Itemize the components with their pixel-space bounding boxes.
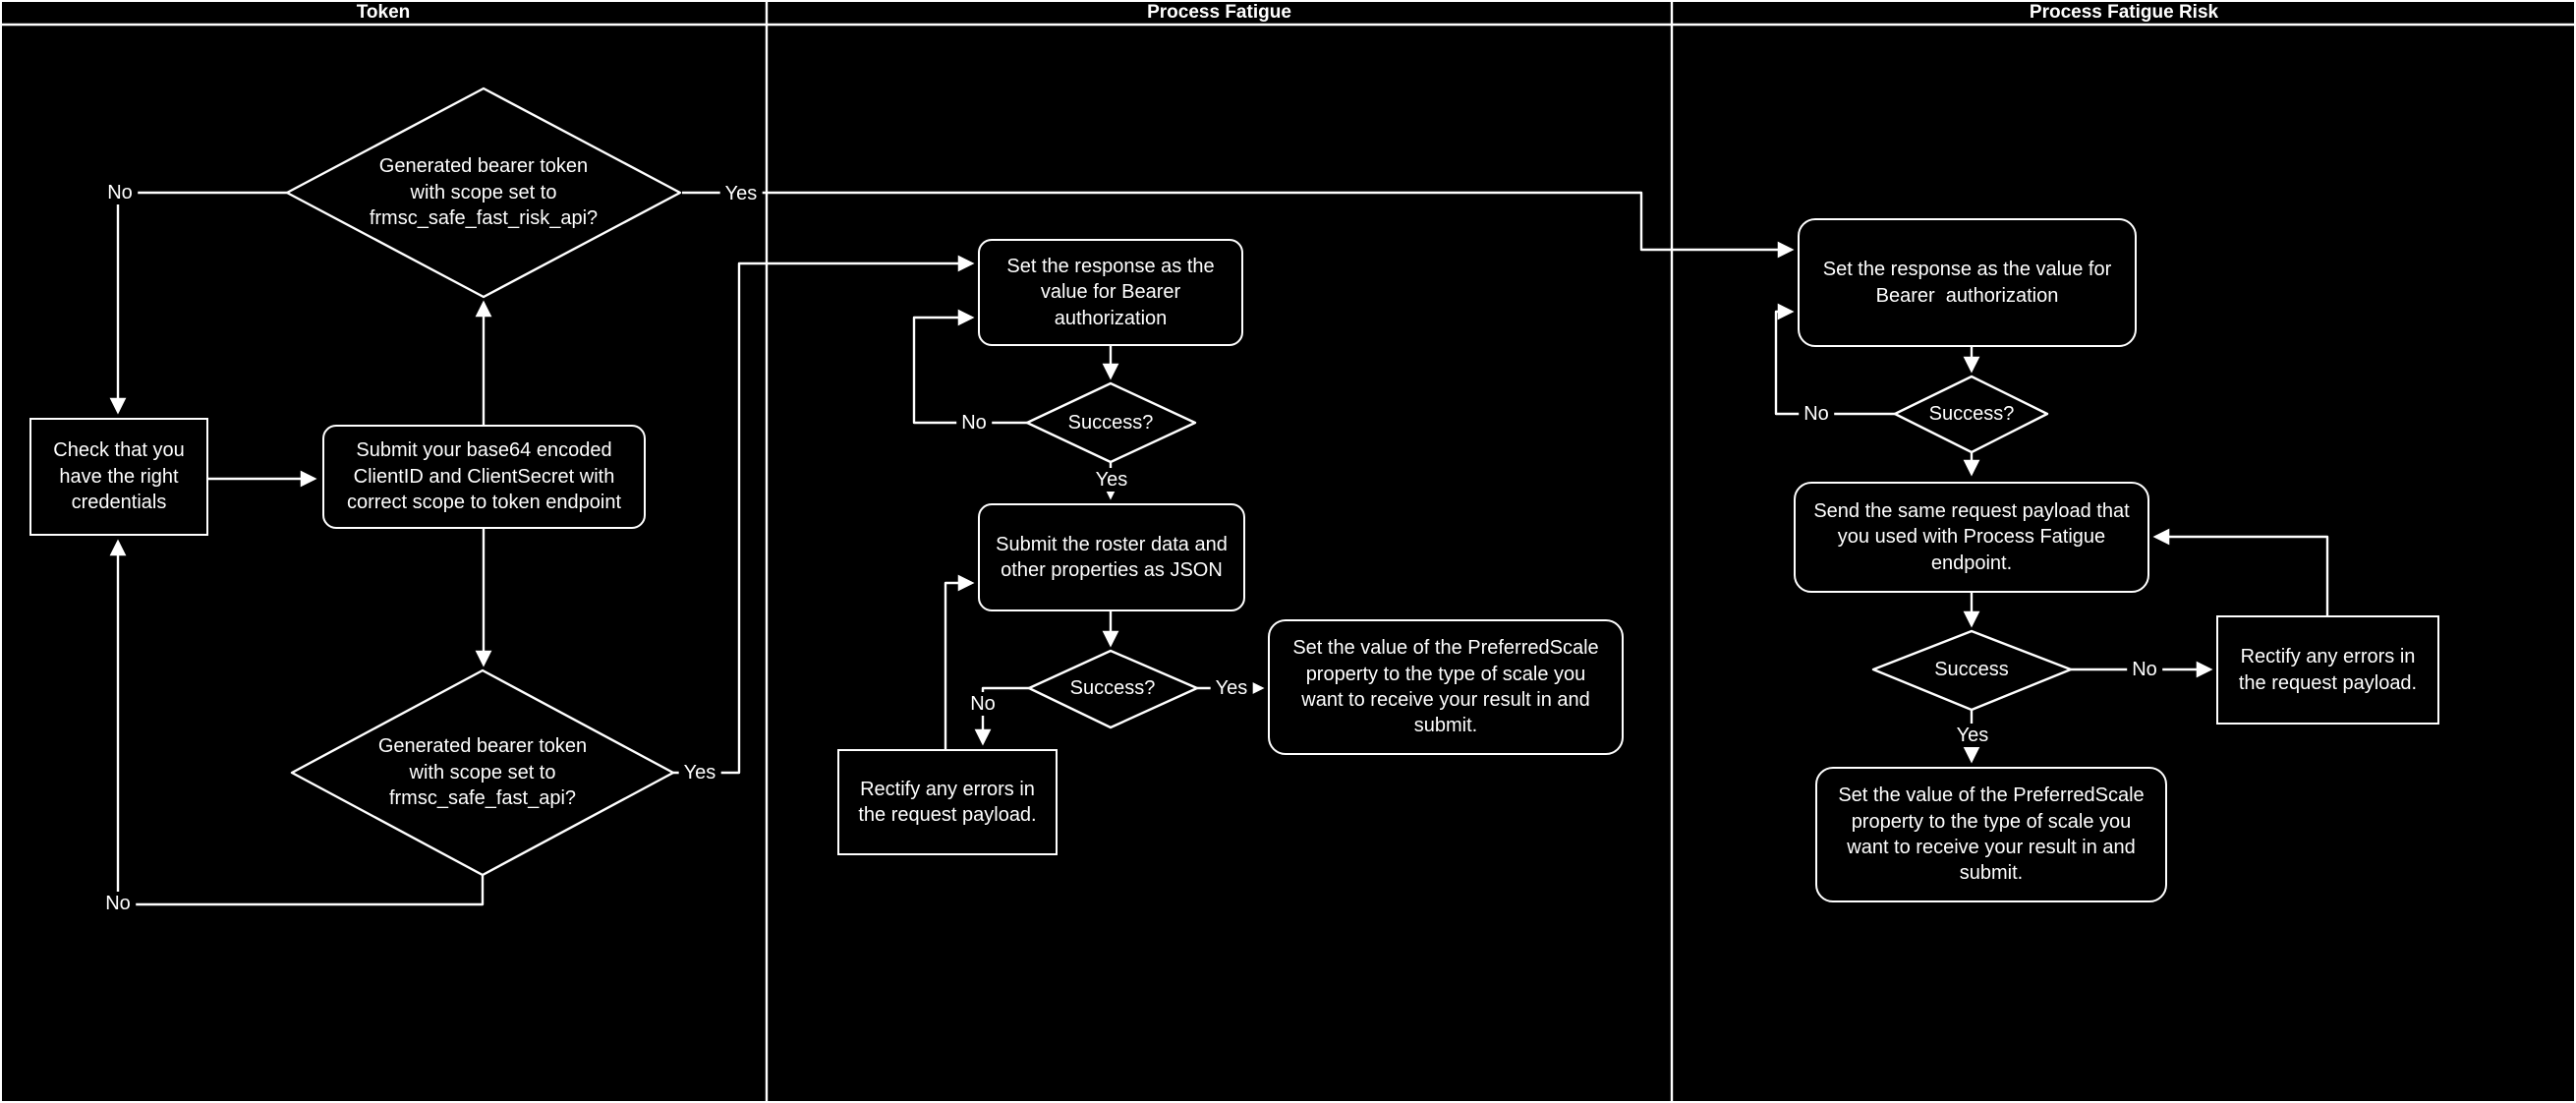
lane-title-process-fatigue: Process Fatigue <box>1147 1 1291 23</box>
diamond-risk-scope <box>285 87 682 299</box>
diamond-pf-success2 <box>1027 649 1199 729</box>
edge-risk-yes-to-pfr <box>682 191 1795 259</box>
node-pf-set-preferredscale: Set the value of the PreferredScale prop… <box>1268 619 1624 755</box>
edge-pfr-rectify-loop <box>2152 528 2329 615</box>
diamond-fast-scope <box>290 668 675 877</box>
edge-label-yes-top: Yes <box>719 182 763 205</box>
edge-label-pf-yes1: Yes <box>1090 468 1133 492</box>
node-pfr-set-response: Set the response as the value for Bearer… <box>1798 218 2137 347</box>
lane-title-token: Token <box>356 1 411 23</box>
edge-label-pfr-no1: No <box>1799 402 1834 426</box>
edge-label-pfr-yes2: Yes <box>1951 724 1994 747</box>
node-pfr-success1: Success? <box>1928 402 2015 425</box>
lane-title-process-fatigue-risk: Process Fatigue Risk <box>2029 1 2219 23</box>
node-pfr-send-payload: Send the same request payload that you u… <box>1794 482 2149 593</box>
node-pf-success2: Success? <box>1069 676 1156 699</box>
node-generated-fast-token-question: Generated bearer token with scope set to… <box>377 735 588 810</box>
edge-pfr-success1-no-loop <box>1774 303 1895 416</box>
edge-label-pf-no1: No <box>956 411 992 435</box>
node-check-credentials: Check that you have the right credential… <box>29 418 208 536</box>
node-pfr-rectify-errors: Rectify any errors in the request payloa… <box>2216 615 2439 725</box>
node-pf-submit-roster: Submit the roster data and other propert… <box>978 503 1245 611</box>
diamond-pfr-success1 <box>1893 375 2049 454</box>
edge-pf-rectify-loop <box>944 574 975 749</box>
edge-label-no-bottom: No <box>100 892 136 915</box>
edge-label-pf-no2: No <box>965 692 1001 716</box>
node-pfr-set-preferredscale: Set the value of the PreferredScale prop… <box>1815 767 2167 902</box>
node-pf-rectify-errors: Rectify any errors in the request payloa… <box>837 749 1058 855</box>
node-pfr-success2: Success <box>1934 658 2009 680</box>
node-generated-risk-token-question: Generated bearer token with scope set to… <box>369 155 599 230</box>
edge-pf-success2-no <box>974 686 1029 746</box>
edge-label-yes-bottom: Yes <box>678 761 721 784</box>
node-submit-credentials: Submit your base64 encoded ClientID and … <box>322 425 646 529</box>
diamond-pfr-success2 <box>1871 629 2073 712</box>
node-pf-success1: Success? <box>1067 411 1154 434</box>
diamond-pf-success1 <box>1025 381 1197 464</box>
edge-label-pf-yes2: Yes <box>1210 676 1253 700</box>
edge-fast-no-to-check <box>109 539 485 906</box>
node-pf-set-response: Set the response as the value for Bearer… <box>978 239 1243 346</box>
edge-label-no-top: No <box>102 181 138 204</box>
edge-label-pfr-no2: No <box>2127 658 2162 681</box>
